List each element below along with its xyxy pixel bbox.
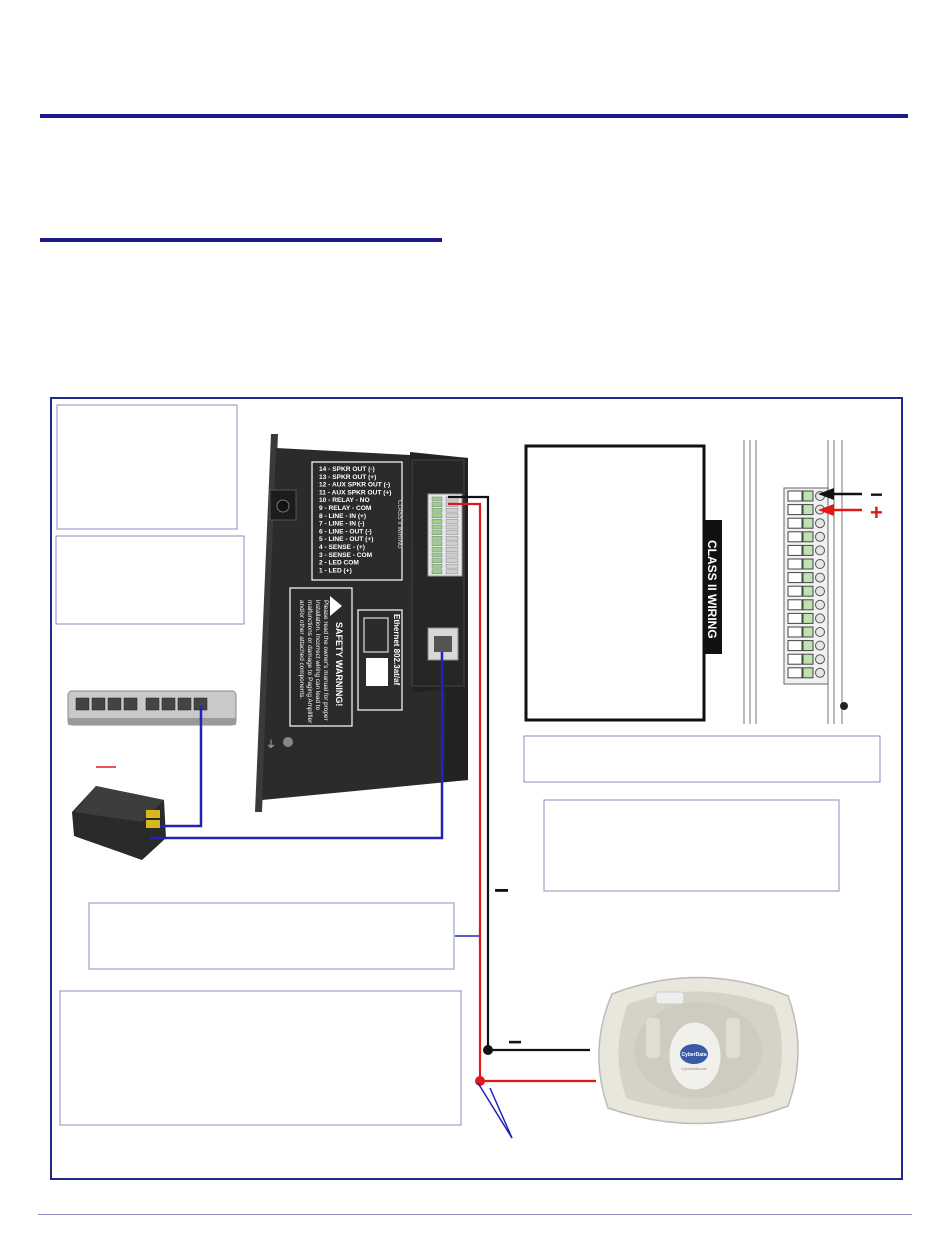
speaker-sub: Cyberdata.net	[681, 1066, 707, 1071]
wire-red	[448, 502, 596, 1083]
safety-title: SAFETY WARNING!	[334, 622, 344, 706]
terminal-label-list: 14 - SPKR OUT (-)13 - SPKR OUT (+)12 - A…	[319, 466, 391, 574]
footer-rule	[38, 1214, 912, 1215]
callout-box-middle	[88, 902, 455, 970]
safety-text: Please read the owner's manual for prope…	[298, 600, 329, 724]
terminal-label: 1 - LED (+)	[319, 567, 352, 574]
safety-text-line: malfunctions or damage to Paging Amplifi…	[306, 600, 313, 724]
diagram-frame	[50, 397, 903, 1180]
junction-red	[475, 1076, 485, 1086]
svg-text:⏚: ⏚	[266, 739, 276, 751]
section-rule	[40, 238, 442, 242]
ethernet-panel: Ethernet 802.3at/af	[357, 609, 403, 711]
callout-box-top-left	[56, 404, 238, 530]
terminal-label: 4 - SENSE - (+)	[319, 544, 365, 551]
terminal-label: 5 - LINE - OUT (+)	[319, 536, 373, 543]
amplifier-device: ⏚	[255, 434, 468, 812]
inset-arrow-black	[818, 488, 834, 500]
inset-minus-mark: −	[870, 482, 883, 507]
safety-text-line: installation. Incorrect wiring can lead …	[314, 600, 321, 711]
wire-minus-mark-speaker: −	[508, 1029, 522, 1056]
terminal-label: 3 - SENSE - COM	[319, 552, 373, 559]
device-terminal-block: CLASS II WIRING	[396, 493, 463, 577]
terminal-label: 12 - AUX SPKR OUT (-)	[319, 482, 390, 489]
safety-text-line: Please read the owner's manual for prope…	[322, 600, 329, 721]
terminal-label: 10 - RELAY - NO	[319, 497, 370, 504]
pointer-junction-b	[489, 1087, 513, 1139]
inset-view-box	[524, 444, 706, 722]
terminal-label-panel	[311, 461, 403, 581]
horn-speaker: CyberData Cyberdata.net	[598, 976, 799, 1125]
safety-warning-panel: SAFETY WARNING! Please read the owner's …	[289, 587, 353, 727]
wire-minus-mark: −	[494, 875, 509, 905]
ethernet-label: Ethernet 802.3at/af	[392, 614, 401, 685]
terminal-label: 8 - LINE - IN (+)	[319, 513, 366, 520]
cable-switch-to-poe	[160, 706, 203, 828]
enlarged-terminal-strip	[743, 440, 848, 724]
terminal-label: 14 - SPKR OUT (-)	[319, 466, 375, 473]
terminal-label: 6 - LINE - OUT (-)	[319, 528, 372, 535]
terminal-label: 11 - AUX SPKR OUT (+)	[319, 489, 391, 496]
cable-poe-to-amplifier	[150, 652, 444, 840]
speaker-badge: CyberData	[681, 1052, 706, 1058]
callout-box-right-wide	[523, 735, 881, 783]
header-rule	[40, 114, 908, 118]
class-wiring-tag-label: CLASS II WIRING	[705, 540, 719, 639]
safety-text-line: and/or other attached components.	[298, 600, 305, 699]
inset-arrow-red	[818, 504, 834, 516]
class-wiring-tag	[704, 520, 722, 654]
poe-injector	[72, 786, 166, 860]
terminal-label: 2 - LED COM	[319, 560, 359, 567]
inset-plus-mark: +	[870, 500, 883, 525]
class-wiring-small-label: CLASS II WIRING	[396, 500, 402, 549]
terminal-label: 7 - LINE - IN (-)	[319, 521, 364, 528]
terminal-label: 9 - RELAY - COM	[319, 505, 372, 512]
device-rj45-port	[427, 627, 459, 661]
callout-box-right	[543, 799, 840, 892]
callout-box-left	[55, 535, 245, 625]
terminal-label: 13 - SPKR OUT (+)	[319, 474, 376, 481]
wire-black	[448, 495, 590, 1052]
pointer-junction-a	[477, 1082, 513, 1139]
network-switch	[67, 690, 237, 726]
junction-black	[483, 1045, 493, 1055]
callout-box-bottom	[59, 990, 462, 1126]
